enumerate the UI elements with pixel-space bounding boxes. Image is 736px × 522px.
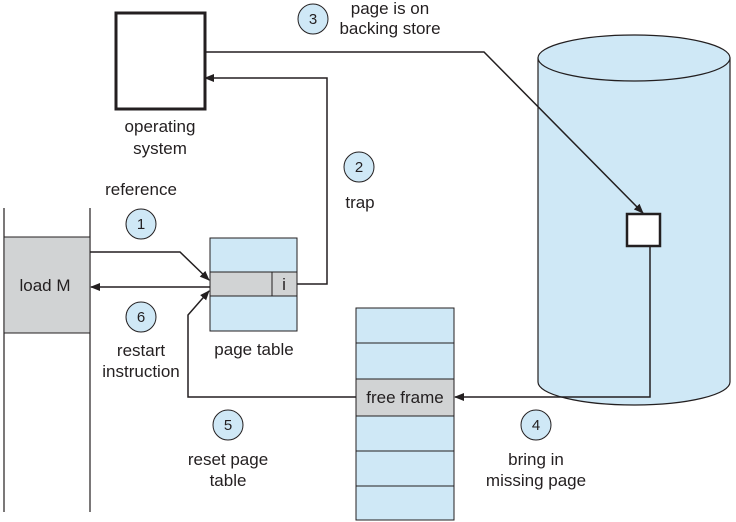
- reset-label-line2: table: [210, 471, 247, 490]
- reset-label-line1: reset page: [188, 450, 268, 469]
- step-badge-6: 6: [125, 301, 157, 333]
- svg-text:1: 1: [137, 216, 145, 233]
- svg-text:3: 3: [309, 11, 317, 28]
- trap-label: trap: [345, 193, 374, 212]
- page-table: i: [209, 237, 298, 332]
- arrow-locate-page: [205, 51, 644, 214]
- step-badge-4: 4: [520, 409, 552, 441]
- physical-memory: free frame: [355, 307, 455, 521]
- invalid-bit: i: [282, 275, 286, 294]
- program-memory: load M: [3, 208, 91, 512]
- page-on-disk: [625, 212, 662, 248]
- bring-label-line2: missing page: [486, 471, 586, 490]
- load-m-label: load M: [19, 276, 70, 295]
- svg-text:6: 6: [137, 309, 145, 326]
- step-badge-1: 1: [125, 208, 157, 240]
- arrow-trap: [204, 74, 328, 285]
- operating-system-label-line2: system: [133, 139, 187, 158]
- page-on-store-label-line1: page is on: [351, 0, 429, 18]
- svg-text:5: 5: [224, 417, 232, 434]
- reference-label: reference: [105, 180, 177, 199]
- operating-system-label-line1: operating: [125, 117, 196, 136]
- arrow-reset-table: [187, 290, 356, 398]
- restart-label-line2: instruction: [102, 362, 179, 381]
- arrow-bring-in: [454, 246, 651, 401]
- step-badge-2: 2: [343, 151, 375, 183]
- step-badge-5: 5: [212, 409, 244, 441]
- restart-label-line1: restart: [117, 341, 165, 360]
- arrow-reference: [90, 251, 210, 281]
- svg-text:4: 4: [532, 417, 540, 434]
- page-table-label: page table: [214, 340, 293, 359]
- svg-text:2: 2: [355, 159, 363, 176]
- page-table-entry: [209, 271, 298, 297]
- step-badge-3: 3: [297, 3, 329, 35]
- free-frame-label: free frame: [366, 388, 443, 407]
- page-on-store-label-line2: backing store: [339, 19, 440, 38]
- operating-system-box: [114, 11, 207, 111]
- bring-label-line1: bring in: [508, 450, 564, 469]
